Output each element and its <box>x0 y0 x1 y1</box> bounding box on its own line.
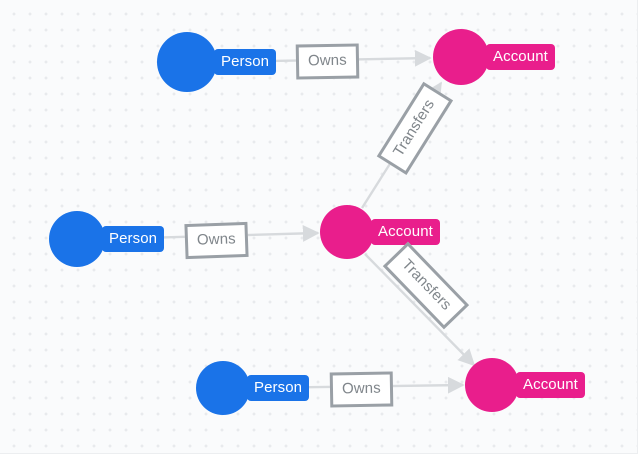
node-person2[interactable] <box>49 211 105 267</box>
node-label-account3[interactable]: Account <box>516 372 585 398</box>
node-label-person3[interactable]: Person <box>247 375 310 401</box>
edge-line-transfers[interactable] <box>364 253 476 367</box>
node-label-person2[interactable]: Person <box>102 226 165 252</box>
node-account3[interactable] <box>465 358 519 412</box>
edge-label-e2[interactable]: Owns <box>184 221 249 260</box>
node-label-account2[interactable]: Account <box>371 219 440 245</box>
node-label-person1[interactable]: Person <box>214 49 277 75</box>
node-person3[interactable] <box>196 361 250 415</box>
edge-label-e3[interactable]: Owns <box>329 371 394 408</box>
edge-label-e1[interactable]: Owns <box>295 43 360 80</box>
node-account1[interactable] <box>433 29 489 85</box>
node-account2[interactable] <box>320 205 374 259</box>
node-label-account1[interactable]: Account <box>486 44 555 70</box>
node-person1[interactable] <box>157 32 217 92</box>
